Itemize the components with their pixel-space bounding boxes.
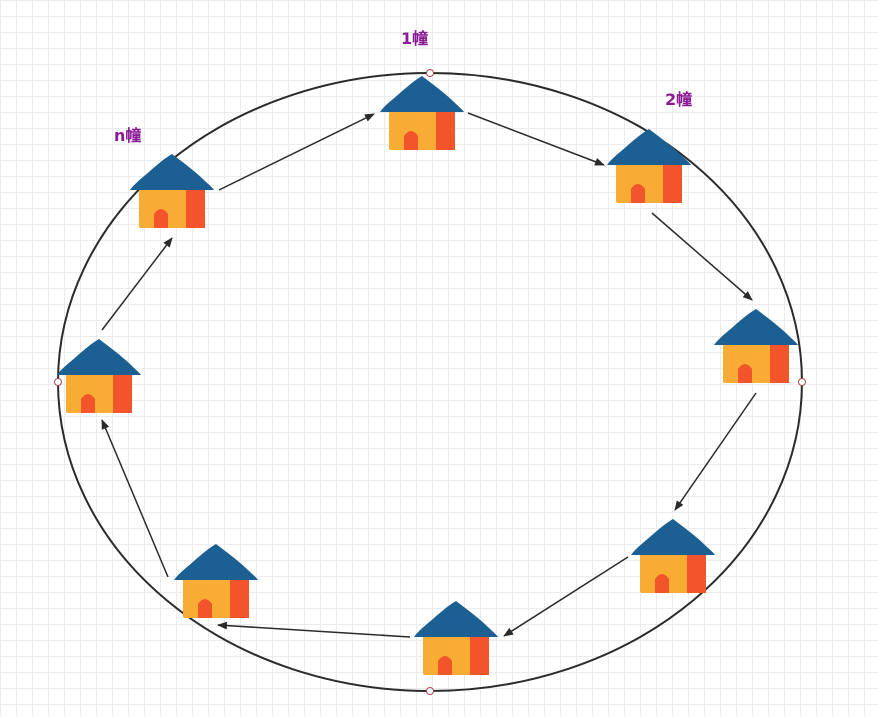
house-4-icon (631, 519, 715, 593)
house-side-wall (230, 576, 249, 618)
house-door (655, 574, 669, 593)
house-roof (414, 601, 498, 637)
house-5-icon (414, 601, 498, 675)
house-3-icon (714, 309, 798, 383)
house-side-wall (113, 371, 132, 413)
house-roof (130, 154, 214, 190)
arrow-connector-3 (674, 392, 757, 511)
arrow-connector-8 (218, 113, 375, 191)
ellipse-handle-bottom[interactable] (426, 687, 434, 695)
house-door (154, 209, 168, 228)
house-side-wall (687, 551, 706, 593)
house-side-wall (663, 161, 682, 203)
house-n-label: n幢 (114, 126, 142, 145)
house-roof (380, 76, 464, 112)
house-roof (631, 519, 715, 555)
arrows-group (101, 112, 757, 638)
house-roof (174, 544, 258, 580)
house-door (738, 364, 752, 383)
house-7-icon (57, 339, 141, 413)
house-1-icon (380, 76, 464, 150)
arrow-connector-4 (503, 556, 629, 637)
ellipse-handle-top[interactable] (426, 69, 434, 77)
house-roof (607, 129, 691, 165)
house-door (404, 131, 418, 150)
house-side-wall (770, 341, 789, 383)
house-side-wall (436, 108, 455, 150)
house-door (198, 599, 212, 618)
house-roof (714, 309, 798, 345)
house-side-wall (470, 633, 489, 675)
house-2-label: 2幢 (665, 90, 693, 109)
house-6-icon (174, 544, 258, 618)
house-side-wall (186, 186, 205, 228)
ellipse-handles-group (54, 69, 806, 695)
houses-group (57, 76, 798, 675)
ellipse-handle-left[interactable] (54, 378, 62, 386)
house-door (438, 656, 452, 675)
house-2-icon (607, 129, 691, 203)
house-roof (57, 339, 141, 375)
ellipse-handle-right[interactable] (798, 378, 806, 386)
house-1-label: 1幢 (401, 29, 429, 48)
house-door (81, 394, 95, 413)
arrow-connector-2 (651, 212, 753, 301)
house-n-icon (130, 154, 214, 228)
arrow-connector-6 (101, 419, 169, 578)
house-door (631, 184, 645, 203)
arrow-connector-1 (467, 112, 605, 166)
arrow-connector-7 (101, 237, 173, 331)
arrow-connector-5 (217, 621, 411, 638)
